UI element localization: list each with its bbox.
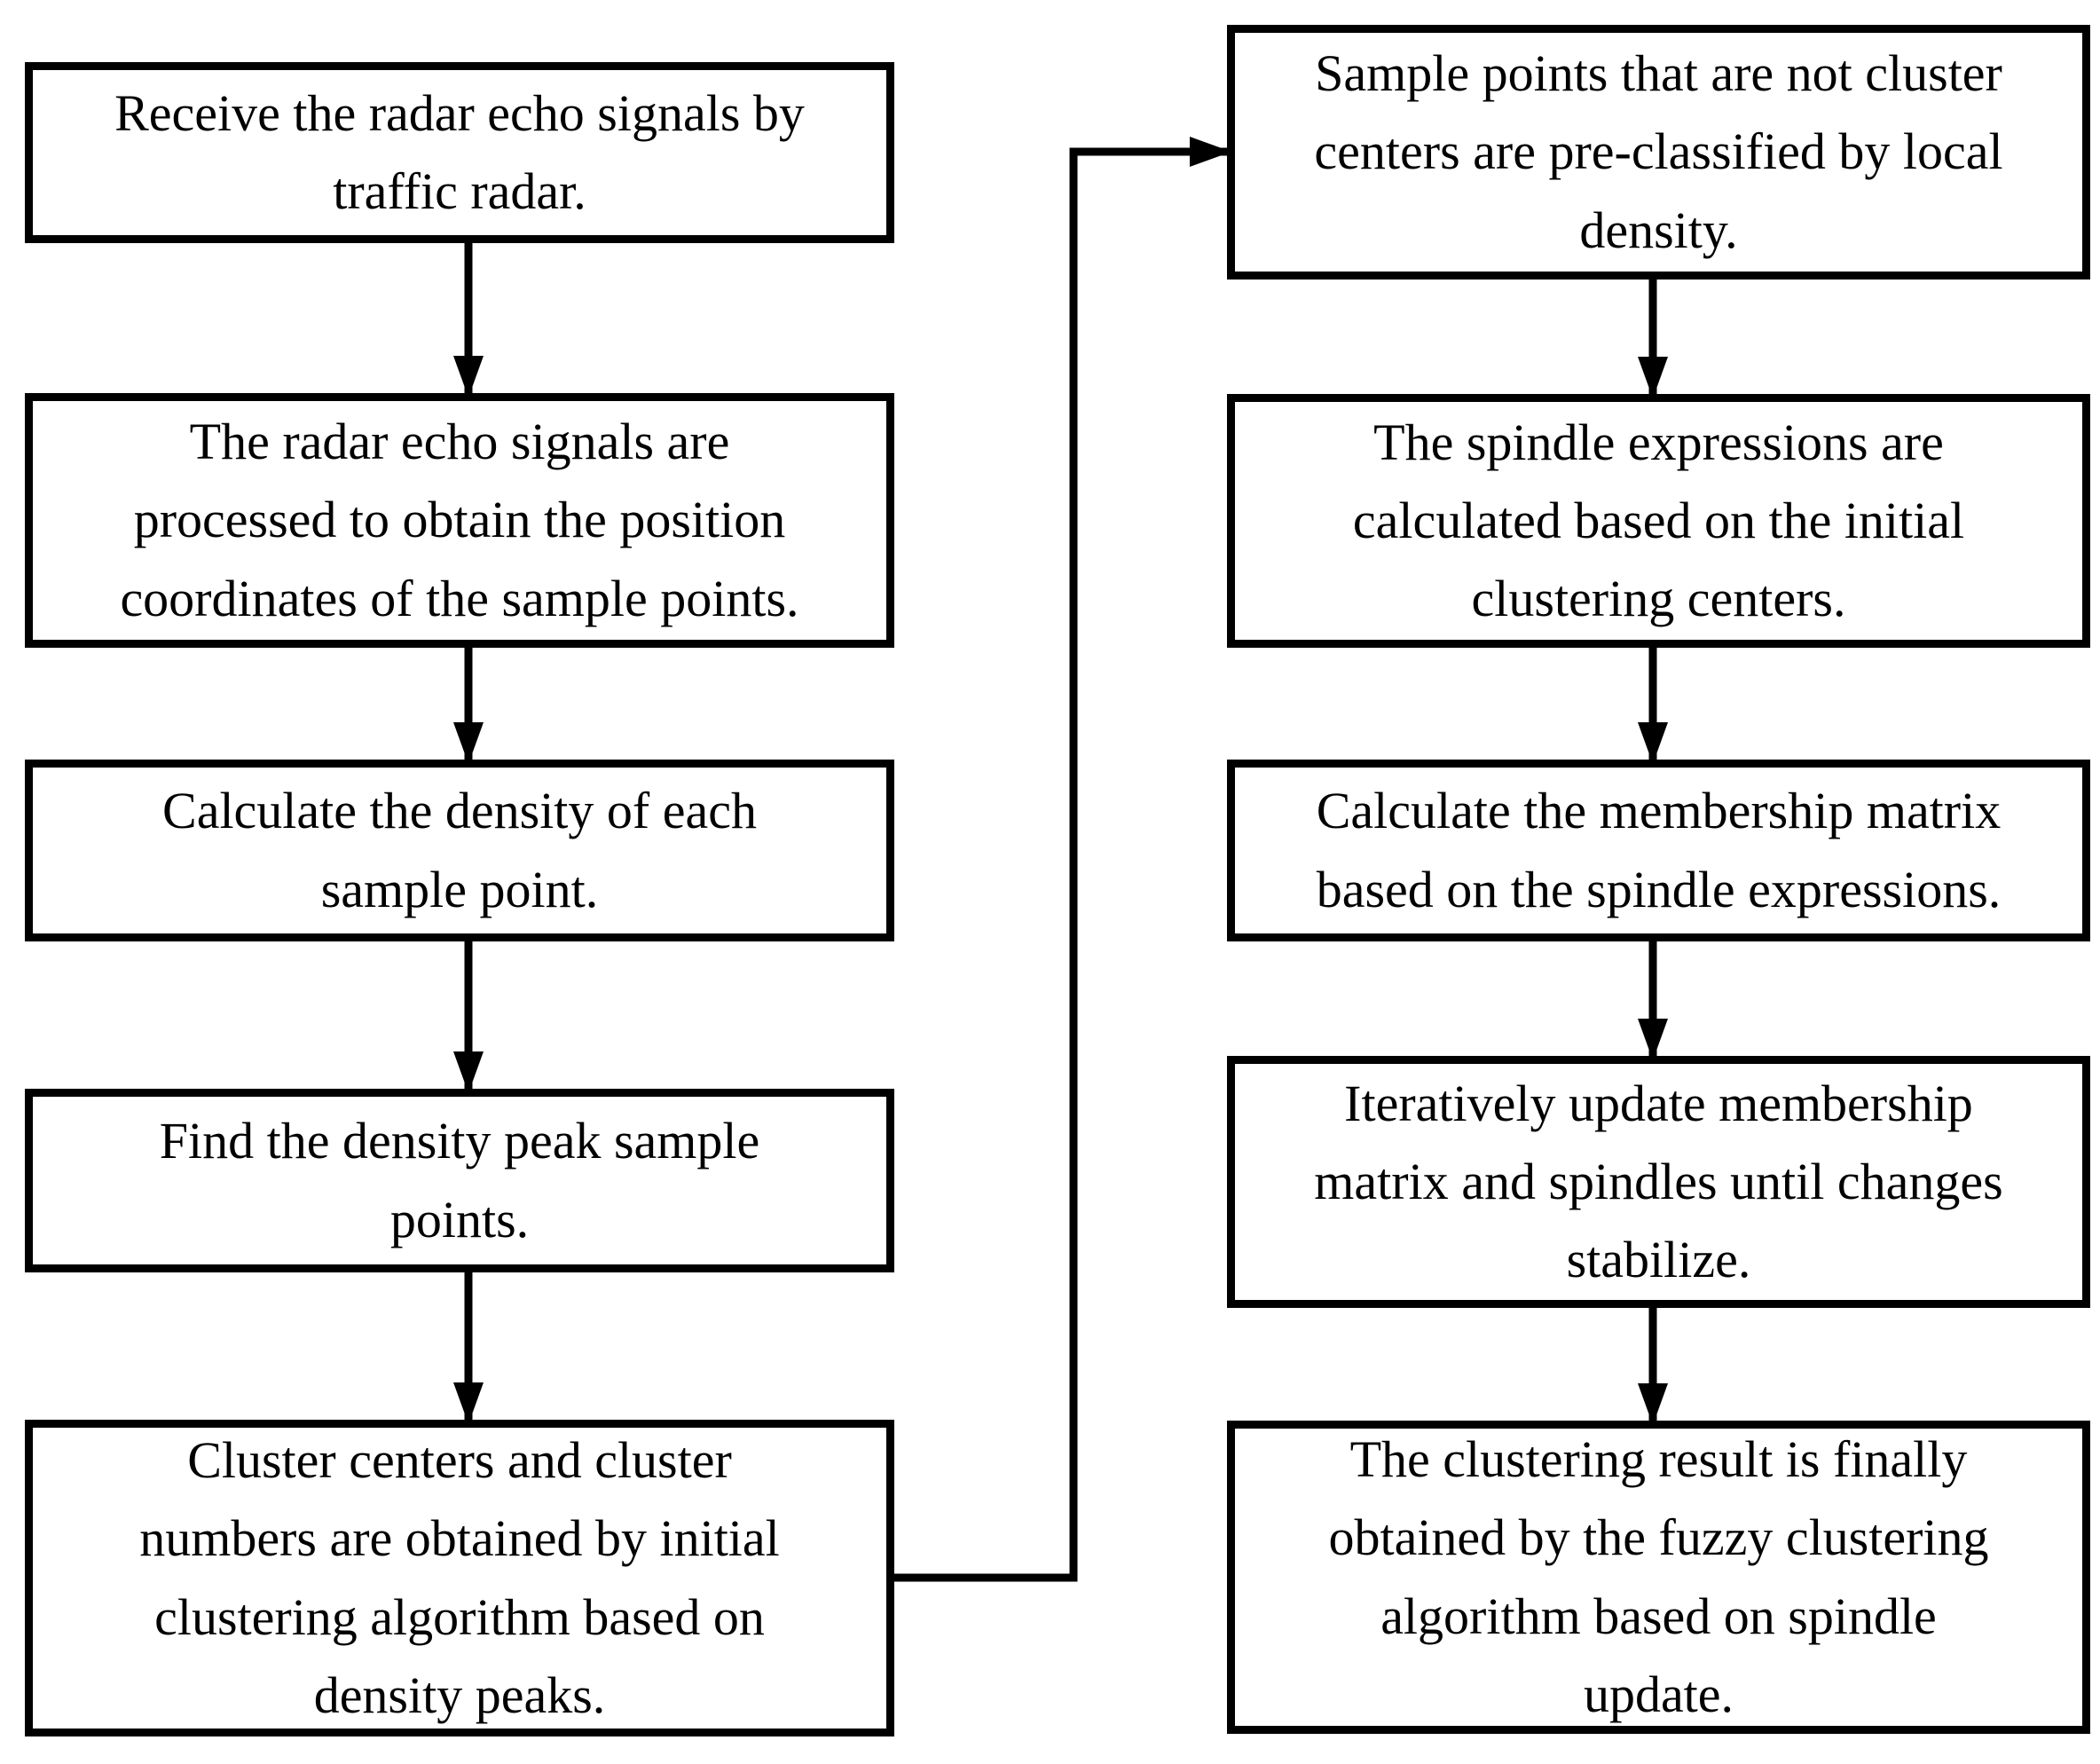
flow-step-4-line: points.: [389, 1190, 530, 1248]
flow-step-7-line: clustering centers.: [1471, 570, 1846, 628]
flow-step-7-line: calculated based on the initial: [1352, 491, 1965, 549]
flow-step-8-line: Calculate the membership matrix: [1316, 782, 2002, 840]
flow-step-2-line: processed to obtain the position: [133, 491, 786, 549]
flow-step-10-line: update.: [1583, 1665, 1734, 1723]
flow-step-1: Receive the radar echo signals by traffi…: [25, 62, 894, 243]
flow-step-1-line: traffic radar.: [333, 162, 586, 220]
flow-step-9: Iteratively update membership matrix and…: [1227, 1056, 2090, 1308]
flow-step-2-line: coordinates of the sample points.: [120, 569, 799, 627]
flow-step-10-line: The clustering result is finally: [1349, 1430, 1968, 1489]
flow-step-10-line: algorithm based on spindle: [1380, 1587, 1937, 1645]
flow-step-5-line: Cluster centers and cluster: [187, 1431, 732, 1490]
flow-step-5: Cluster centers and cluster numbers are …: [25, 1420, 894, 1736]
flow-step-5-line: clustering algorithm based on: [154, 1587, 765, 1646]
flow-step-10-line: obtained by the fuzzy clustering: [1328, 1508, 1989, 1567]
flow-step-6-line: centers are pre-classified by local: [1314, 122, 2003, 181]
flow-step-7: The spindle expressions are calculated b…: [1227, 394, 2090, 648]
flow-connector-5-6: [894, 137, 1231, 1582]
flow-step-9-line: matrix and spindles until changes: [1314, 1152, 2003, 1210]
flow-step-3-line: Calculate the density of each: [162, 782, 757, 840]
flow-step-6-line: density.: [1579, 201, 1738, 259]
flow-step-10: The clustering result is finally obtaine…: [1227, 1421, 2090, 1734]
flow-step-3-line: sample point.: [320, 860, 599, 918]
flow-step-3: Calculate the density of each sample poi…: [25, 760, 894, 941]
flow-step-2-line: The radar echo signals are: [189, 413, 730, 471]
flow-step-9-line: Iteratively update membership: [1344, 1074, 1973, 1132]
flow-step-4-line: Find the density peak sample: [159, 1112, 760, 1170]
flow-step-8-line: based on the spindle expressions.: [1316, 860, 2002, 918]
flow-step-7-line: The spindle expressions are: [1373, 413, 1944, 471]
flow-step-1-line: Receive the radar echo signals by: [114, 83, 805, 142]
flow-step-9-line: stabilize.: [1566, 1231, 1751, 1289]
flow-step-4: Find the density peak sample points.: [25, 1089, 894, 1272]
flow-step-6-line: Sample points that are not cluster: [1315, 44, 2002, 103]
flow-step-6: Sample points that are not cluster cente…: [1227, 25, 2090, 280]
flow-step-2: The radar echo signals are processed to …: [25, 393, 894, 648]
flow-step-5-line: numbers are obtained by initial: [139, 1509, 780, 1568]
flow-step-8: Calculate the membership matrix based on…: [1227, 760, 2090, 941]
flow-step-5-line: density peaks.: [313, 1666, 606, 1724]
